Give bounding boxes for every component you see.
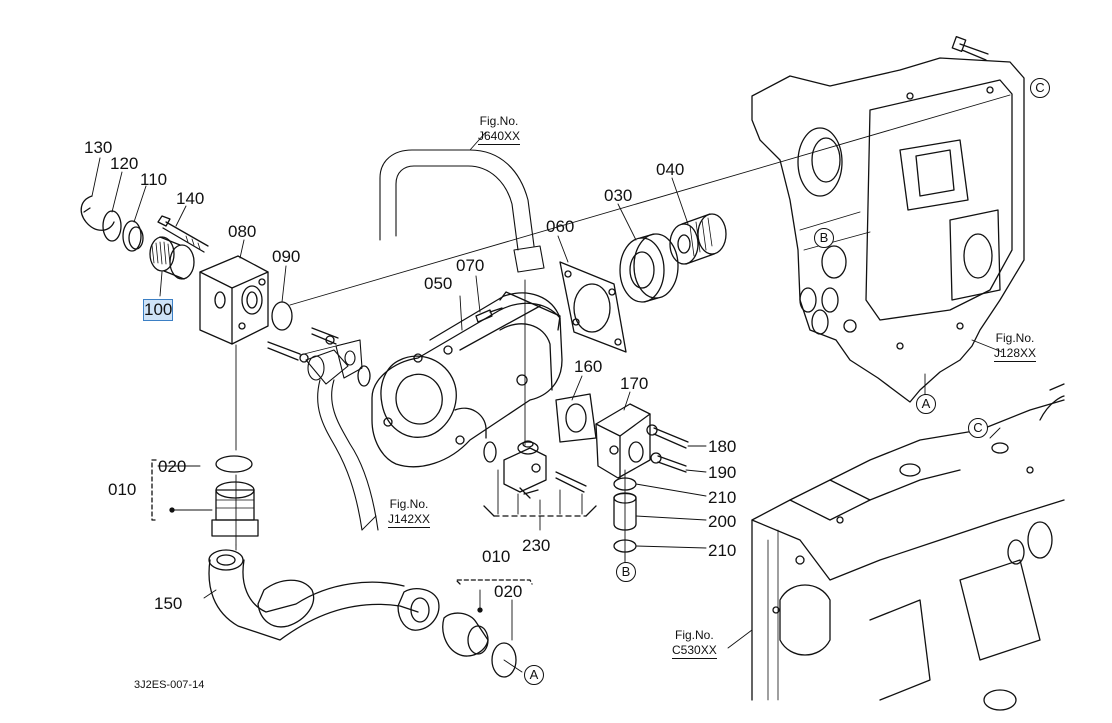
marker-c-lower: C: [968, 418, 988, 438]
callout-040[interactable]: 040: [656, 160, 685, 179]
callout-080[interactable]: 080: [228, 222, 257, 241]
bushing-100: [149, 236, 195, 280]
pipe-j640: [379, 149, 545, 273]
figref-j142-code: J142XX: [388, 512, 431, 528]
figref-j142[interactable]: Fig.No. J142XX: [388, 497, 431, 528]
marker-b-housing: B: [814, 228, 834, 248]
figref-j142-label: Fig.No.: [389, 497, 429, 511]
figref-c530-label: Fig.No.: [675, 628, 714, 642]
callout-230[interactable]: 230: [522, 536, 551, 555]
marker-a-bottom: A: [524, 665, 544, 685]
housing-j128: [751, 36, 1025, 403]
coupling-040: [669, 213, 727, 265]
fitting-010-left: [151, 455, 259, 537]
figref-j128-code: J128XX: [994, 346, 1037, 362]
valve-block-230: [483, 440, 597, 531]
callout-180[interactable]: 180: [708, 437, 737, 456]
figref-j128[interactable]: Fig.No. J128XX: [994, 331, 1037, 362]
callout-200[interactable]: 200: [708, 512, 737, 531]
marker-a-housing: A: [916, 394, 936, 414]
hose-150: [208, 549, 440, 641]
callout-140[interactable]: 140: [176, 189, 205, 208]
callout-210-upper[interactable]: 210: [708, 488, 737, 507]
bolts-180-190: [646, 424, 689, 473]
marker-b-bottom: B: [616, 562, 636, 582]
front-seal-stack: [80, 195, 209, 280]
figref-j640-label: Fig.No.: [479, 114, 519, 128]
callout-150[interactable]: 150: [154, 594, 183, 613]
bolt-140: [157, 215, 209, 253]
figref-j640-code: J640XX: [478, 129, 521, 145]
callout-160[interactable]: 160: [574, 357, 603, 376]
figref-j640[interactable]: Fig.No. J640XX: [478, 114, 521, 145]
callout-130[interactable]: 130: [84, 138, 113, 157]
gear-pump-050: [371, 291, 563, 468]
callout-170[interactable]: 170: [620, 374, 649, 393]
callout-020-left[interactable]: 020: [158, 457, 187, 476]
flange-block-080: [199, 255, 269, 345]
marker-c-top: C: [1030, 78, 1050, 98]
housing-c530: [727, 383, 1065, 711]
callout-090[interactable]: 090: [272, 247, 301, 266]
callout-070[interactable]: 070: [456, 256, 485, 275]
callout-100-selected[interactable]: 100: [142, 299, 174, 321]
o-ring-090: [271, 301, 293, 331]
callout-030[interactable]: 030: [604, 186, 633, 205]
figref-j128-label: Fig.No.: [995, 331, 1035, 345]
pipe-j142: [305, 339, 379, 531]
callout-120[interactable]: 120: [110, 154, 139, 173]
callout-020-bottom[interactable]: 020: [494, 582, 523, 601]
callout-210-lower[interactable]: 210: [708, 541, 737, 560]
flange-170: [595, 403, 651, 479]
fitting-010-bottom: [442, 579, 533, 678]
callout-190[interactable]: 190: [708, 463, 737, 482]
callout-010-left[interactable]: 010: [108, 480, 137, 499]
callout-050[interactable]: 050: [424, 274, 453, 293]
figref-c530[interactable]: Fig.No. C530XX: [672, 628, 717, 659]
callout-060[interactable]: 060: [546, 217, 575, 236]
callout-leaders: [91, 131, 707, 673]
figref-c530-code: C530XX: [672, 643, 717, 659]
gasket-160: [555, 393, 597, 443]
bearing-030: [619, 233, 679, 303]
flange-bolts: [267, 307, 503, 387]
gasket-060: [559, 261, 627, 353]
drawing-code: 3J2ES-007-14: [134, 679, 205, 691]
callout-010-bottom[interactable]: 010: [482, 547, 511, 566]
callout-110[interactable]: 110: [140, 170, 168, 189]
assembly-axis-lines: [235, 94, 1011, 561]
